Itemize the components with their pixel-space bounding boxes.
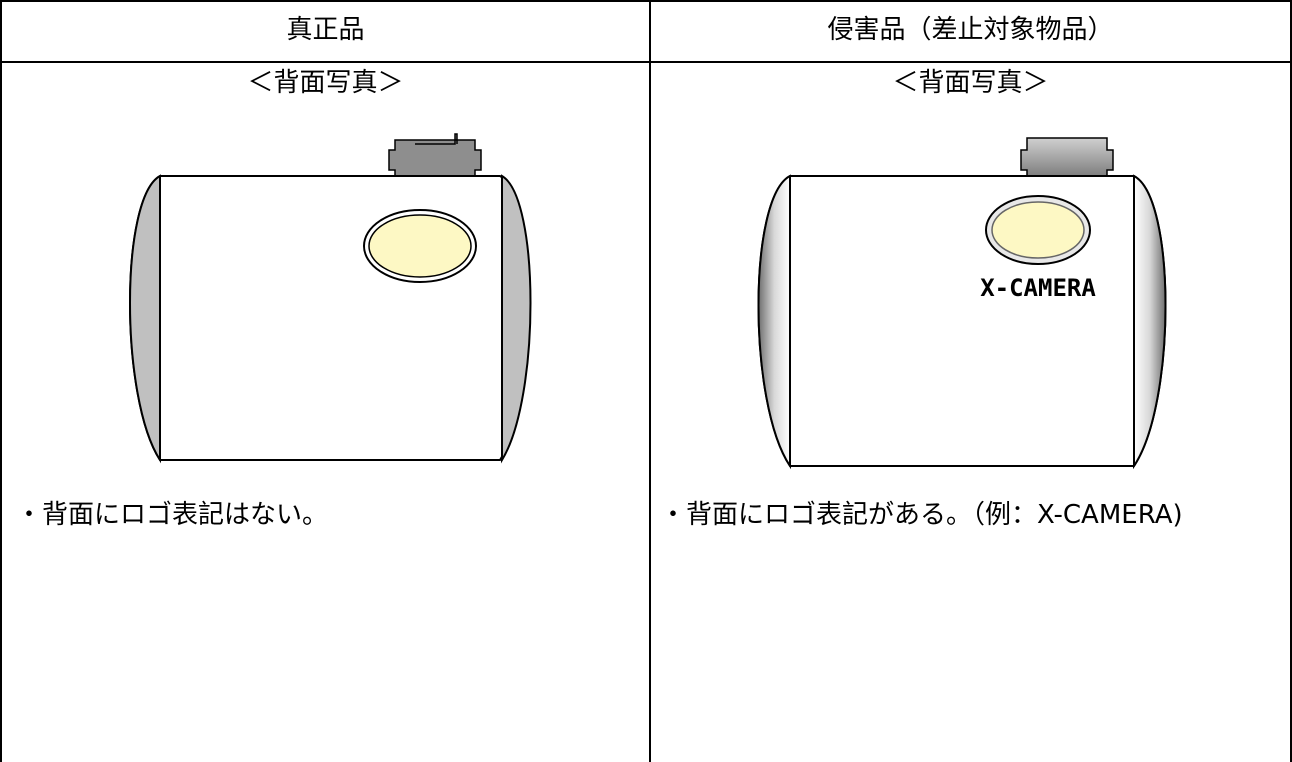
table-divider-center <box>649 0 651 762</box>
photo-label-infringing: ＜背面写真＞ <box>892 68 1049 98</box>
header-genuine: 真正品 <box>286 15 365 45</box>
table-border-left <box>0 0 2 762</box>
header-divider <box>0 61 1292 63</box>
table-border-top <box>0 0 1292 2</box>
header-infringing: 侵害品（差止対象物品） <box>827 15 1114 45</box>
camera-grip-left <box>757 174 791 470</box>
camera-grip-right <box>501 174 532 464</box>
camera-body <box>129 175 531 461</box>
camera-mount-icon <box>388 133 482 181</box>
note-infringing: ・背面にロゴ表記がある。（例：X-CAMERA) <box>660 500 1183 530</box>
genuine-camera-back-illustration <box>129 133 532 464</box>
camera-body <box>757 175 1167 467</box>
table-border-right <box>1290 0 1292 762</box>
infringing-camera-back-illustration: X-CAMERA <box>757 137 1167 470</box>
camera-mount-icon <box>1020 137 1114 179</box>
note-genuine: ・背面にロゴ表記はない。 <box>16 500 329 530</box>
camera-logo-text: X-CAMERA <box>980 274 1096 302</box>
camera-grip-right <box>1133 174 1167 470</box>
photo-label-genuine: ＜背面写真＞ <box>247 68 404 98</box>
camera-grip-left <box>129 174 161 464</box>
